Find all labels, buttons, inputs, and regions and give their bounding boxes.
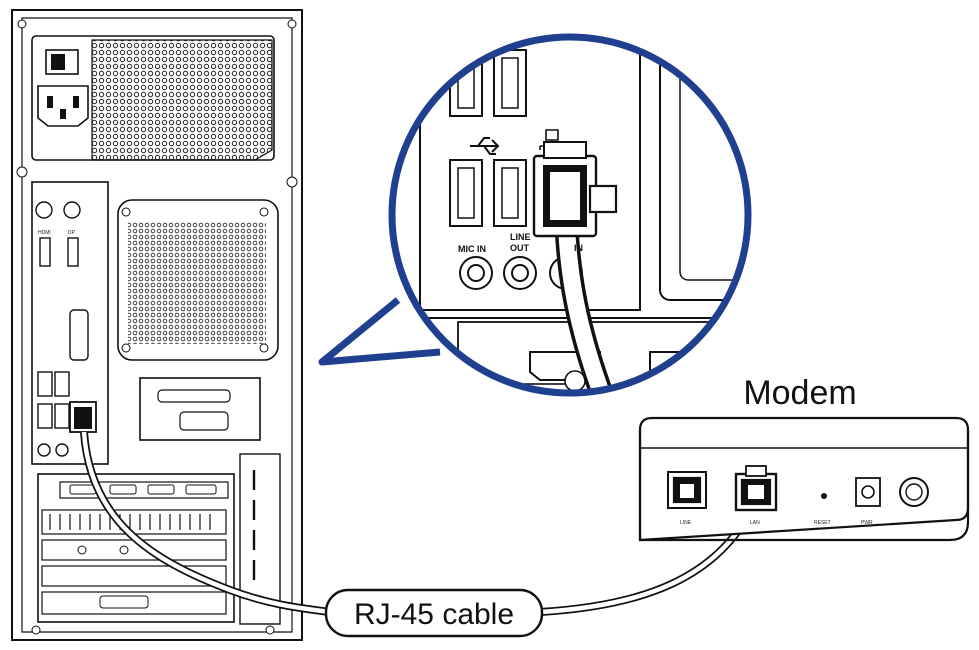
modem-line-label: LINE [680, 520, 692, 526]
usb-icon [470, 137, 500, 155]
pc-hdmi-label: HDMI [38, 230, 51, 236]
pc-dp-label: DP [68, 230, 76, 236]
modem-reset-button [821, 493, 827, 499]
power-socket-icon [37, 85, 89, 127]
zoom-ring [388, 33, 752, 397]
line-in-label: IN [574, 243, 583, 253]
line-out-label-2: OUT [510, 243, 530, 253]
vga-port-icon [69, 309, 89, 361]
slot-ribs [49, 514, 211, 530]
zoom-detail: MIC IN LINE OUT IN [388, 33, 752, 397]
cable-label-text: RJ-45 cable [354, 598, 514, 631]
modem-lan-label: LAN [750, 520, 760, 526]
modem-reset-label: RESET [814, 520, 831, 526]
ps2-port-icon [35, 201, 53, 219]
cable-label: RJ-45 cable [324, 588, 544, 638]
modem-pwr-label: PWR [861, 520, 873, 526]
line-out-label-1: LINE [510, 232, 531, 242]
modem: LINE LAN RESET PWR [638, 416, 970, 542]
zoom-callout-pointer [318, 297, 441, 366]
mic-in-label: MIC IN [458, 244, 486, 254]
modem-label: Modem [743, 374, 856, 412]
pc-tower-rear [11, 9, 303, 641]
